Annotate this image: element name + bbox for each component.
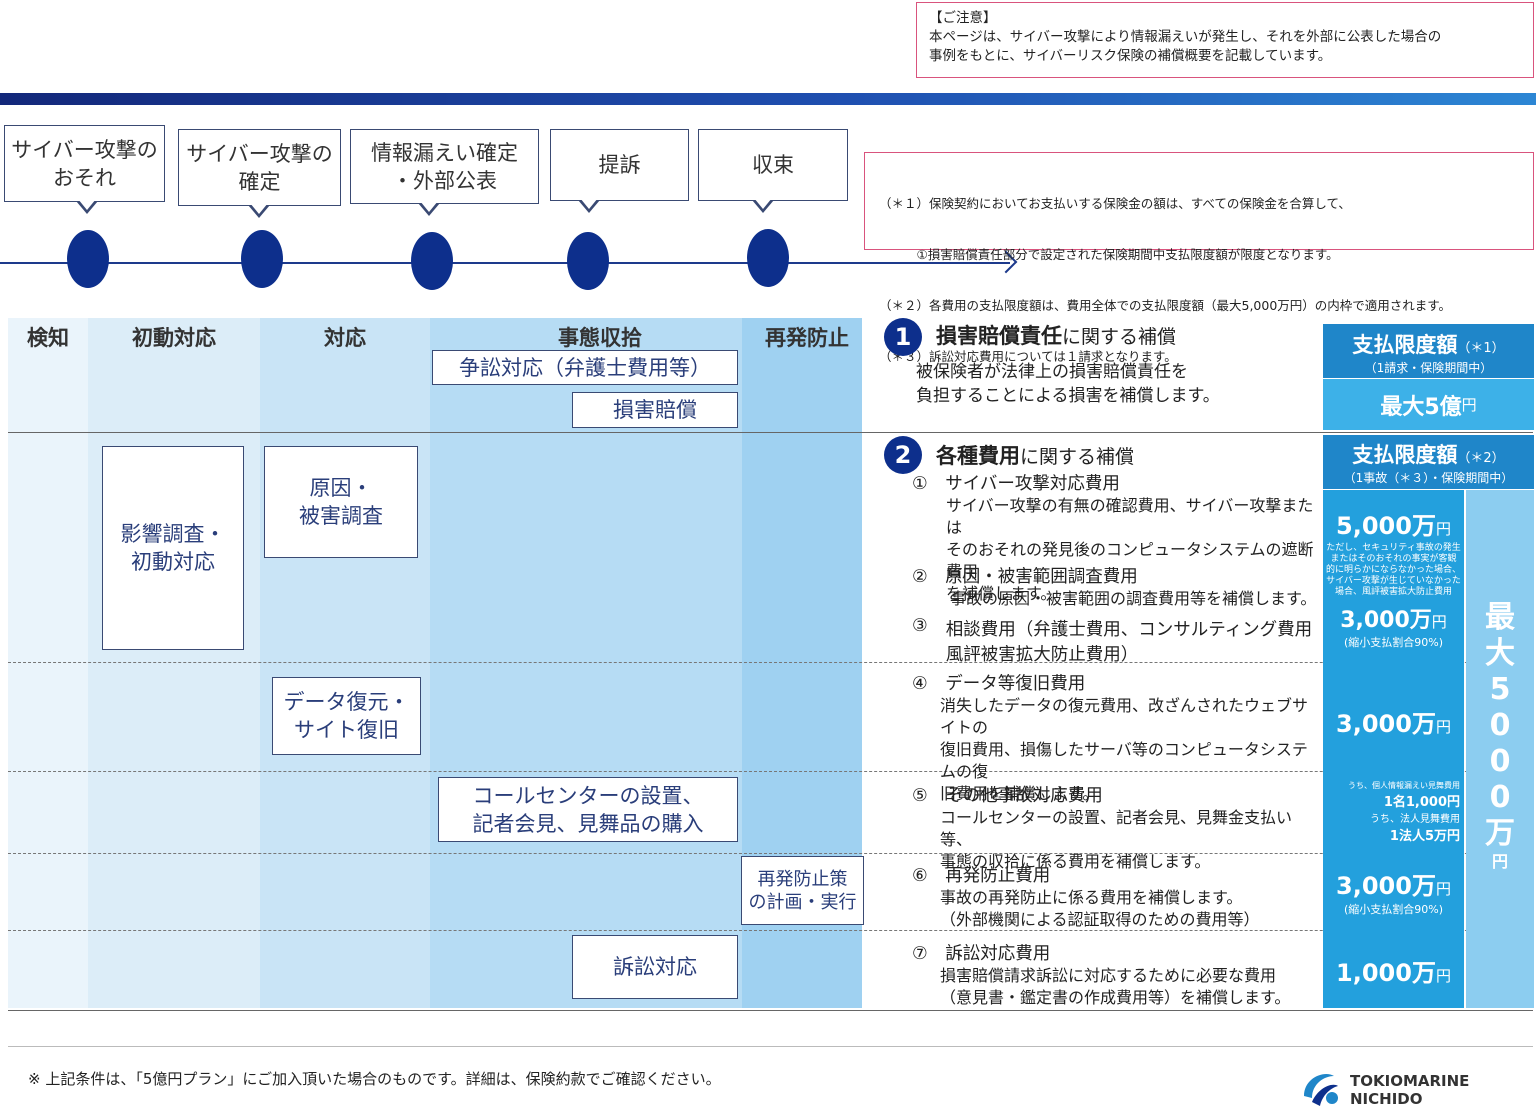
timeline-line: [0, 262, 1010, 264]
item-4: ④ データ等復旧費用 消失したデータの復元費用、改ざんされたウェブサイトの 復旧…: [912, 674, 1309, 803]
box-damages: 損害賠償: [572, 392, 738, 428]
column-header: 初動対応: [132, 326, 216, 350]
column-detect: [8, 318, 88, 1008]
limit-item-5: 3,000万円 (縮小支払割合90%): [1336, 872, 1451, 916]
row-divider: [8, 771, 1533, 772]
footnote: ①損害賠償責任部分で設定された保険期間中支払限度額が限度となります。: [879, 247, 1339, 262]
section-number-2: 2: [884, 436, 922, 474]
notice-box: 【ご注意】 本ページは、サイバー攻撃により情報漏えいが発生し、それを外部に公表し…: [916, 2, 1534, 78]
total-char: 大: [1485, 636, 1515, 671]
column-header: 対応: [324, 326, 366, 350]
item-5: ⑤ その他事故対応費用 コールセンターの設置、記者会見、見舞金支払い等、 事態の…: [912, 786, 1293, 871]
column-settlement: [430, 318, 742, 1008]
item-6: ⑥ 再発防止費用 事故の再発防止に係る費用を補償します。 （外部機関による認証取…: [912, 866, 1260, 929]
timeline-step-suit: 提訴: [550, 129, 689, 201]
column-initial: [88, 318, 260, 1008]
notice-body: 本ページは、サイバー攻撃により情報漏えいが発生し、それを外部に公表した場合の 事…: [929, 29, 1442, 64]
timeline-dot: [567, 232, 609, 290]
box-initial: 影響調査・ 初動対応: [102, 446, 244, 650]
row-divider: [8, 662, 1533, 663]
bubble-tail: [76, 199, 98, 214]
tokiomarine-logo-icon: [1298, 1066, 1342, 1110]
section1-desc: 被保険者が法律上の損害賠償責任を 負担することによる損害を補償します。: [916, 362, 1220, 406]
limit-item-2: 3,000万円 (縮小支払割合90%): [1340, 608, 1447, 649]
timeline-dot: [67, 230, 109, 288]
box-cause: 原因・ 被害調査: [264, 446, 418, 558]
section1-limit-value: 最大5億円: [1323, 379, 1534, 430]
item-2: ② 原因・被害範囲調査費用 事故の原因・被害範囲の調査費用等を補償します。: [912, 567, 1317, 608]
company-logo-text: TOKIOMARINE NICHIDO: [1350, 1072, 1470, 1108]
section2-limit-header: 支払限度額（＊2） （1事故（＊３）・保険期間中）: [1323, 435, 1534, 489]
total-char: 0: [1489, 744, 1511, 779]
column-header: 検知: [27, 326, 69, 350]
section1-limit-header: 支払限度額（＊1） （1請求・保険期間中）: [1323, 324, 1534, 378]
footer-divider: [8, 1046, 1533, 1047]
box-callcenter: コールセンターの設置、 記者会見、見舞品の購入: [438, 777, 738, 842]
header-bar: [0, 93, 1536, 105]
timeline-dot: [411, 232, 453, 290]
column-response: [260, 318, 430, 1008]
section2-title: 各種費用に関する補償: [936, 444, 1135, 468]
box-restore: データ復元・ サイト復旧: [272, 677, 421, 755]
total-unit: 円: [1491, 852, 1508, 871]
total-char: 0: [1489, 708, 1511, 743]
row-divider: [8, 853, 1533, 854]
row-divider: [8, 930, 1533, 931]
item-7: ⑦ 訴訟対応費用 損害賠償請求訴訟に対応するために必要な費用 （意見書・鑑定書の…: [912, 944, 1291, 1007]
limit-item-6: 1,000万円: [1336, 959, 1451, 987]
total-char: 5: [1489, 672, 1511, 707]
bubble-tail: [248, 203, 270, 218]
limit-item-3: 3,000万円: [1336, 710, 1451, 738]
total-char: 万: [1485, 816, 1515, 851]
section-number-1: 1: [884, 318, 922, 356]
footnote: （＊３）訴訟対応費用については１請求となります。: [879, 349, 1177, 364]
footnotes-box: （＊１）保険契約においてお支払いする保険金の額は、すべての保険金を合算して、 ①…: [864, 152, 1534, 364]
limit-item-4: うち、個人情報漏えい見舞費用 1名1,000円 うち、法人見舞費用 1法人5万円: [1348, 781, 1460, 844]
footer-note: ※ 上記条件は、「5億円プラン」にご加入頂いた場合のものです。詳細は、保険約款で…: [28, 1070, 721, 1088]
footnote: （＊２）各費用の支払限度額は、費用全体での支払限度額（最大5,000万円）の内枠…: [879, 298, 1452, 313]
timeline-dot: [747, 229, 789, 287]
box-prevention: 再発防止策 の計画・実行: [741, 856, 864, 925]
total-char: 0: [1489, 780, 1511, 815]
box-lawsuit: 訴訟対応: [572, 935, 738, 999]
timeline-dot: [241, 230, 283, 288]
section1-title: 損害賠償責任に関する補償: [936, 324, 1177, 348]
bubble-tail: [578, 198, 600, 213]
section2-total-column: 最 大 5 0 0 0 万 円: [1466, 490, 1534, 1008]
limit-item-1: 5,000万円 ただし、セキュリティ事故の発生 またはそのおそれの事実が客観 的…: [1325, 512, 1461, 597]
timeline-step-leak: 情報漏えい確定 ・外部公表: [350, 129, 539, 204]
total-char: 最: [1485, 600, 1515, 635]
notice-title: 【ご注意】: [929, 10, 997, 26]
section2-limit-column: [1323, 490, 1464, 1008]
bubble-tail: [418, 201, 440, 216]
column-header: 再発防止: [765, 326, 849, 350]
box-dispute: 争訟対応（弁護士費用等）: [432, 350, 738, 385]
footnote: （＊１）保険契約においてお支払いする保険金の額は、すべての保険金を合算して、: [879, 196, 1351, 211]
timeline-step-settle: 収束: [698, 129, 848, 201]
timeline-step-threat: サイバー攻撃の おそれ: [4, 125, 165, 202]
section-divider: [8, 432, 1533, 433]
timeline-step-confirmed: サイバー攻撃の 確定: [178, 129, 341, 206]
bubble-tail: [752, 198, 774, 213]
section-bottom: [8, 1010, 1533, 1011]
item-1: ① サイバー攻撃対応費用 サイバー攻撃の有無の確認費用、サイバー攻撃または その…: [912, 474, 1314, 603]
column-header: 事態収拾: [558, 326, 642, 350]
